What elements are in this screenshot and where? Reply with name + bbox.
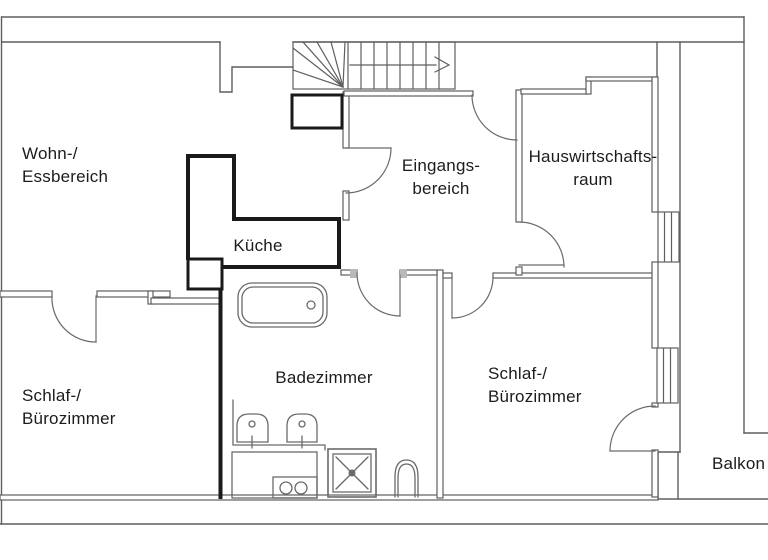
room-label-bathroom: Badezimmer xyxy=(275,368,373,387)
door-arc xyxy=(471,94,518,141)
wall xyxy=(651,261,659,349)
stair-shaft-box xyxy=(290,93,344,130)
door-arc xyxy=(345,147,392,194)
door-arc xyxy=(51,295,97,343)
doors xyxy=(51,94,656,452)
wall xyxy=(442,272,453,279)
door-balcony xyxy=(609,405,656,452)
wall xyxy=(342,190,350,221)
room-label-living: Wohn-/ Essbereich xyxy=(22,144,109,186)
wall xyxy=(343,90,474,97)
door-arc xyxy=(518,221,565,268)
door-bathroom xyxy=(356,272,401,317)
door-jamb xyxy=(400,269,407,278)
wall xyxy=(0,290,53,298)
door-jamb xyxy=(350,269,357,278)
room-label-utility: Hauswirtschafts- raum xyxy=(528,147,658,189)
room-label-entrance: Eingangs- bereich xyxy=(401,156,481,198)
wall xyxy=(515,266,523,276)
door-arc xyxy=(609,405,656,452)
interior-walls xyxy=(0,76,659,501)
door-stairs-to-entrance xyxy=(471,94,518,141)
wall xyxy=(520,88,589,95)
bedroom-window-icon xyxy=(656,347,679,404)
washbasin-counter xyxy=(232,399,326,451)
wall xyxy=(651,449,659,498)
kitchen-walls xyxy=(186,154,341,499)
washbasin-left-icon xyxy=(236,413,269,449)
kitchen-wall-outline xyxy=(186,154,341,269)
room-label-kitchen: Küche xyxy=(233,236,283,255)
wall xyxy=(342,91,350,149)
kitchen-shaft-box xyxy=(186,257,224,291)
door-bedroom-left xyxy=(51,295,97,343)
door-bedroom-right xyxy=(451,276,494,319)
washbasin-right-icon xyxy=(286,413,318,449)
shower-icon xyxy=(327,448,377,498)
bathroom-fixtures xyxy=(231,282,419,499)
door-utility-room xyxy=(518,221,565,268)
room-label-balcony: Balkon xyxy=(712,454,766,473)
washing-machine-cabinet-icon xyxy=(231,451,318,499)
room-label-bedroom-left: Schlaf-/ Bürozimmer xyxy=(22,386,116,428)
wall xyxy=(96,290,171,298)
wall-niche-step xyxy=(219,41,294,93)
bathtub-icon xyxy=(237,282,328,328)
stair-direction-arrow-icon xyxy=(434,56,451,73)
room-label-bedroom-right: Schlaf-/ Bürozimmer xyxy=(488,364,582,406)
door-jambs xyxy=(350,269,407,278)
door-arc xyxy=(356,272,401,317)
door-living-to-entrance xyxy=(345,147,392,194)
wall xyxy=(150,297,222,305)
door-arc xyxy=(451,276,494,319)
staircase-winder-treads xyxy=(292,41,346,88)
wall xyxy=(651,76,659,213)
staircase xyxy=(292,41,456,90)
wall xyxy=(436,269,444,499)
utility-window-icon xyxy=(657,211,680,263)
windows xyxy=(656,211,680,404)
toilet-icon xyxy=(394,459,419,498)
wall xyxy=(585,76,658,82)
wall xyxy=(651,402,659,408)
